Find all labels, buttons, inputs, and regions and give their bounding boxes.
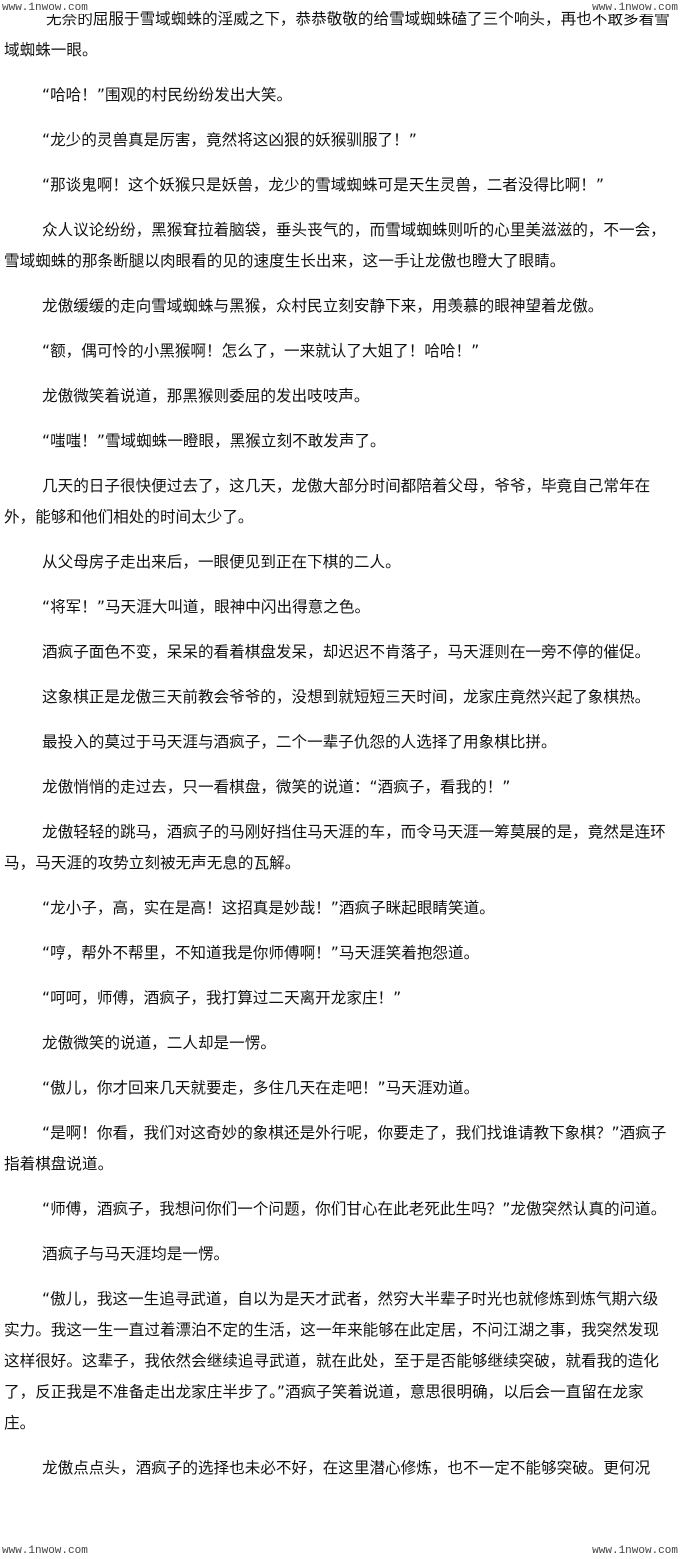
paragraph: 龙傲点点头，酒疯子的选择也未必不好，在这里潜心修炼，也不一定不能够突破。更何况 — [42, 1459, 651, 1477]
paragraph: “是啊！你看，我们对这奇妙的象棋还是外行呢，你要走了，我们找谁请教下象棋？”酒疯… — [4, 1124, 667, 1173]
paragraph: 从父母房子走出来后，一眼便见到正在下棋的二人。 — [42, 553, 401, 571]
paragraph: “哼，帮外不帮里，不知道我是你师傅啊！”马天涯笑着抱怨道。 — [42, 944, 480, 962]
paragraph: 龙傲微笑的说道，二人却是一愣。 — [42, 1034, 276, 1052]
paragraph: 龙傲轻轻的跳马，酒疯子的马刚好挡住马天涯的车，而令马天涯一筹莫展的是，竟然是连环… — [4, 823, 666, 872]
paragraph: 酒疯子与马天涯均是一愣。 — [42, 1245, 230, 1263]
watermark-top-left: www.1nwow.com — [0, 2, 90, 14]
paragraph: 酒疯子面色不变，呆呆的看着棋盘发呆，却迟迟不肯落子，马天涯则在一旁不停的催促。 — [42, 643, 651, 661]
paragraph: 龙傲悄悄的走过去，只一看棋盘，微笑的说道：“酒疯子，看我的！” — [42, 778, 511, 796]
paragraph: 几天的日子很快便过去了，这几天，龙傲大部分时间都陪着父母，爷爷，毕竟自己常年在外… — [4, 477, 651, 526]
article-body: 无奈的屈服于雪域蜘蛛的淫威之下，恭恭敬敬的给雪域蜘蛛磕了三个响头，再也不敢多看雪… — [4, 10, 670, 1477]
scan-artifact: ~~~ — [318, 1324, 344, 1335]
paragraph: 最投入的莫过于马天涯与酒疯子，二个一辈子仇怨的人选择了用象棋比拼。 — [42, 733, 557, 751]
paragraph: “傲儿，你才回来几天就要走，多住几天在走吧！”马天涯劝道。 — [42, 1079, 480, 1097]
paragraph: “那谈鬼啊！这个妖猴只是妖兽，龙少的雪域蜘蛛可是天生灵兽，二者没得比啊！” — [42, 176, 604, 194]
paragraph: “师傅，酒疯子，我想问你们一个问题，你们甘心在此老死此生吗？”龙傲突然认真的问道… — [42, 1200, 667, 1218]
paragraph: “傲儿，我这一生追寻武道，自以为是天才武者，然穷大半辈子时光也就修炼到炼气期六级… — [4, 1290, 659, 1432]
paragraph: “哈哈！”围观的村民纷纷发出大笑。 — [42, 86, 293, 104]
paragraph: “额，偶可怜的小黑猴啊！怎么了，一来就认了大姐了！哈哈！” — [42, 342, 480, 360]
watermark-top-right: www.1nwow.com — [590, 2, 680, 14]
paragraph: “龙少的灵兽真是厉害，竟然将这凶狠的妖猴驯服了！” — [42, 131, 417, 149]
paragraph: “呵呵，师傅，酒疯子，我打算过二天离开龙家庄！” — [42, 989, 402, 1007]
paragraph: “将军！”马天涯大叫道，眼神中闪出得意之色。 — [42, 598, 371, 616]
paragraph: “嗤嗤！”雪域蜘蛛一瞪眼，黑猴立刻不敢发声了。 — [42, 432, 386, 450]
paragraph: “龙小子，高，实在是高！这招真是妙哉！”酒疯子眯起眼睛笑道。 — [42, 899, 495, 917]
paragraph: 这象棋正是龙傲三天前教会爷爷的，没想到就短短三天时间，龙家庄竟然兴起了象棋热。 — [42, 688, 651, 706]
watermark-bottom-right: www.1nwow.com — [590, 1545, 680, 1557]
paragraph: 龙傲缓缓的走向雪域蜘蛛与黑猴，众村民立刻安静下来，用羡慕的眼神望着龙傲。 — [42, 297, 604, 315]
paragraph: 众人议论纷纷，黑猴耷拉着脑袋，垂头丧气的，而雪域蜘蛛则听的心里美滋滋的，不一会，… — [4, 221, 666, 270]
watermark-bottom-left: www.1nwow.com — [0, 1545, 90, 1557]
paragraph: 龙傲微笑着说道，那黑猴则委屈的发出吱吱声。 — [42, 387, 370, 405]
paragraph: 无奈的屈服于雪域蜘蛛的淫威之下，恭恭敬敬的给雪域蜘蛛磕了三个响头，再也不敢多看雪… — [4, 10, 670, 59]
